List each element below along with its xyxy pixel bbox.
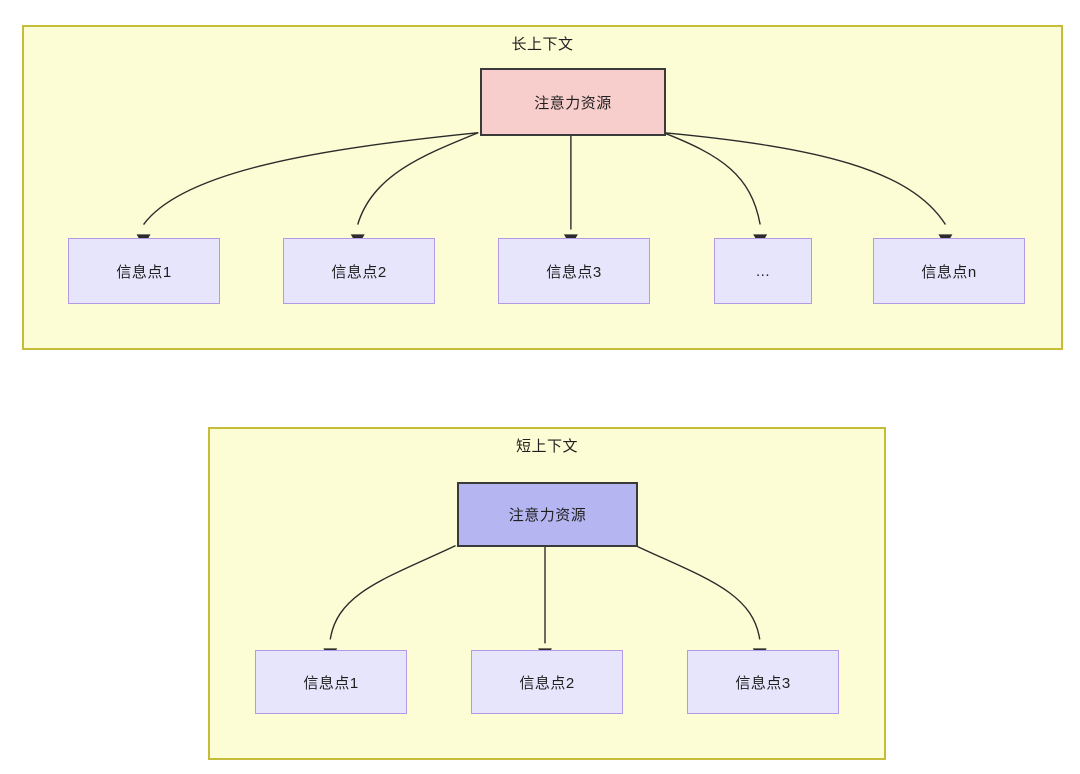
node-info-point-ellipsis-long[interactable]: ... — [714, 238, 812, 304]
edge-root-to-leaf-1 — [142, 131, 479, 225]
node-label: ... — [755, 262, 770, 280]
node-info-point-3-short[interactable]: 信息点3 — [687, 650, 839, 714]
node-attention-resource-short[interactable]: 注意力资源 — [457, 482, 638, 547]
node-label: 信息点3 — [735, 674, 791, 692]
group-long-context-title: 长上下文 — [511, 36, 574, 53]
node-label: 信息点n — [921, 263, 977, 281]
edge-root-to-leaf-2 — [357, 132, 479, 225]
node-info-point-2-short[interactable]: 信息点2 — [471, 650, 623, 714]
node-info-point-1-long[interactable]: 信息点1 — [68, 238, 220, 304]
node-attention-resource-long[interactable]: 注意力资源 — [480, 68, 666, 136]
node-info-point-3-long[interactable]: 信息点3 — [498, 238, 650, 304]
node-label: 信息点1 — [116, 263, 172, 281]
node-info-point-n-long[interactable]: 信息点n — [873, 238, 1025, 304]
node-label: 信息点2 — [331, 263, 387, 281]
node-label: 信息点3 — [546, 263, 602, 281]
edge-root-to-leaf-1 — [329, 544, 456, 640]
edge-root-to-leaf-4 — [663, 132, 761, 225]
node-label: 注意力资源 — [508, 507, 587, 524]
node-label: 注意力资源 — [534, 94, 612, 112]
node-info-point-1-short[interactable]: 信息点1 — [255, 650, 407, 714]
node-info-point-2-long[interactable]: 信息点2 — [283, 238, 435, 304]
node-label: 信息点2 — [519, 674, 575, 692]
group-long-context: 长上下文 注意力资源 信息点1 信息点2 — [22, 25, 1063, 350]
node-label: 信息点1 — [303, 674, 359, 692]
group-short-context-title: 短上下文 — [515, 438, 578, 455]
edge-root-to-leaf-3 — [635, 544, 761, 640]
group-short-context: 短上下文 注意力资源 信息点1 信息点2 信息点3 — [208, 427, 886, 760]
edge-root-to-leaf-5 — [663, 131, 947, 225]
